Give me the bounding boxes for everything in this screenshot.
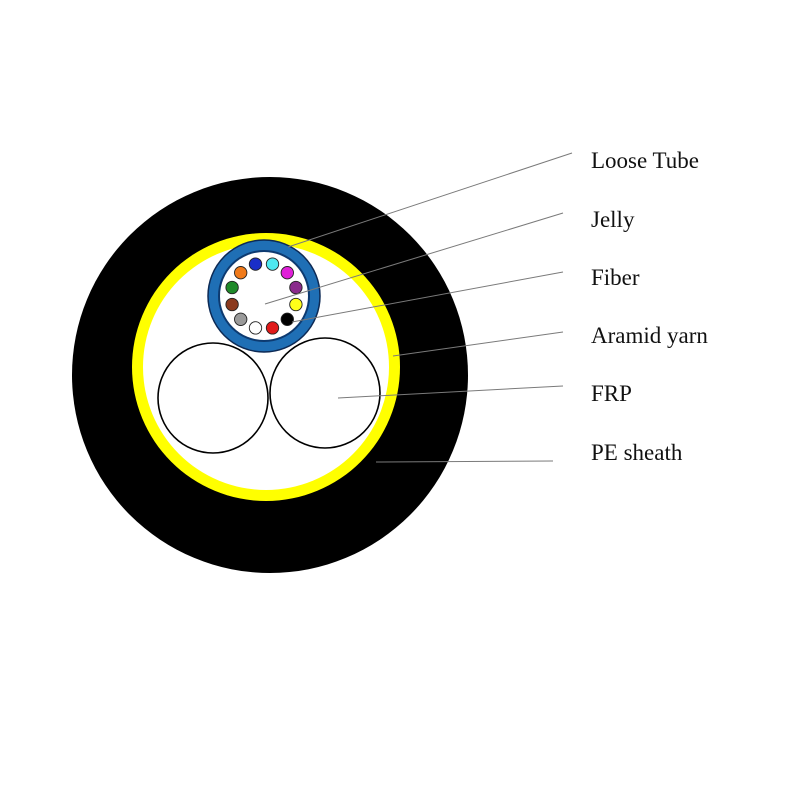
leader-jelly	[264, 212, 564, 305]
leader-fiber	[291, 271, 564, 323]
fiber-4	[289, 280, 303, 295]
label-loose-tube: Loose Tube	[591, 148, 699, 173]
label-pe-sheath: PE sheath	[591, 440, 683, 465]
leader-aramid-yarn	[392, 331, 564, 357]
label-jelly: Jelly	[591, 207, 635, 232]
fiber-7	[265, 321, 280, 335]
fiber-10	[225, 297, 239, 312]
label-fiber: Fiber	[591, 265, 640, 290]
fiber-12	[234, 266, 248, 280]
fiber-group	[225, 257, 303, 335]
leader-frp	[337, 385, 564, 399]
frp-rod-left	[157, 342, 269, 454]
jelly-fill	[220, 252, 308, 340]
frp-rod-right	[269, 337, 381, 449]
fiber-3	[280, 266, 294, 280]
leader-loose-tube	[287, 152, 573, 248]
fiber-8	[248, 321, 263, 335]
leader-pe-sheath	[375, 460, 554, 463]
fiber-6	[280, 312, 294, 326]
fiber-11	[225, 280, 239, 295]
fiber-9	[234, 312, 248, 326]
fiber-2	[265, 257, 280, 271]
label-aramid-yarn: Aramid yarn	[591, 323, 708, 348]
fiber-5	[289, 297, 303, 312]
label-frp: FRP	[591, 381, 632, 406]
fiber-1	[248, 257, 263, 271]
